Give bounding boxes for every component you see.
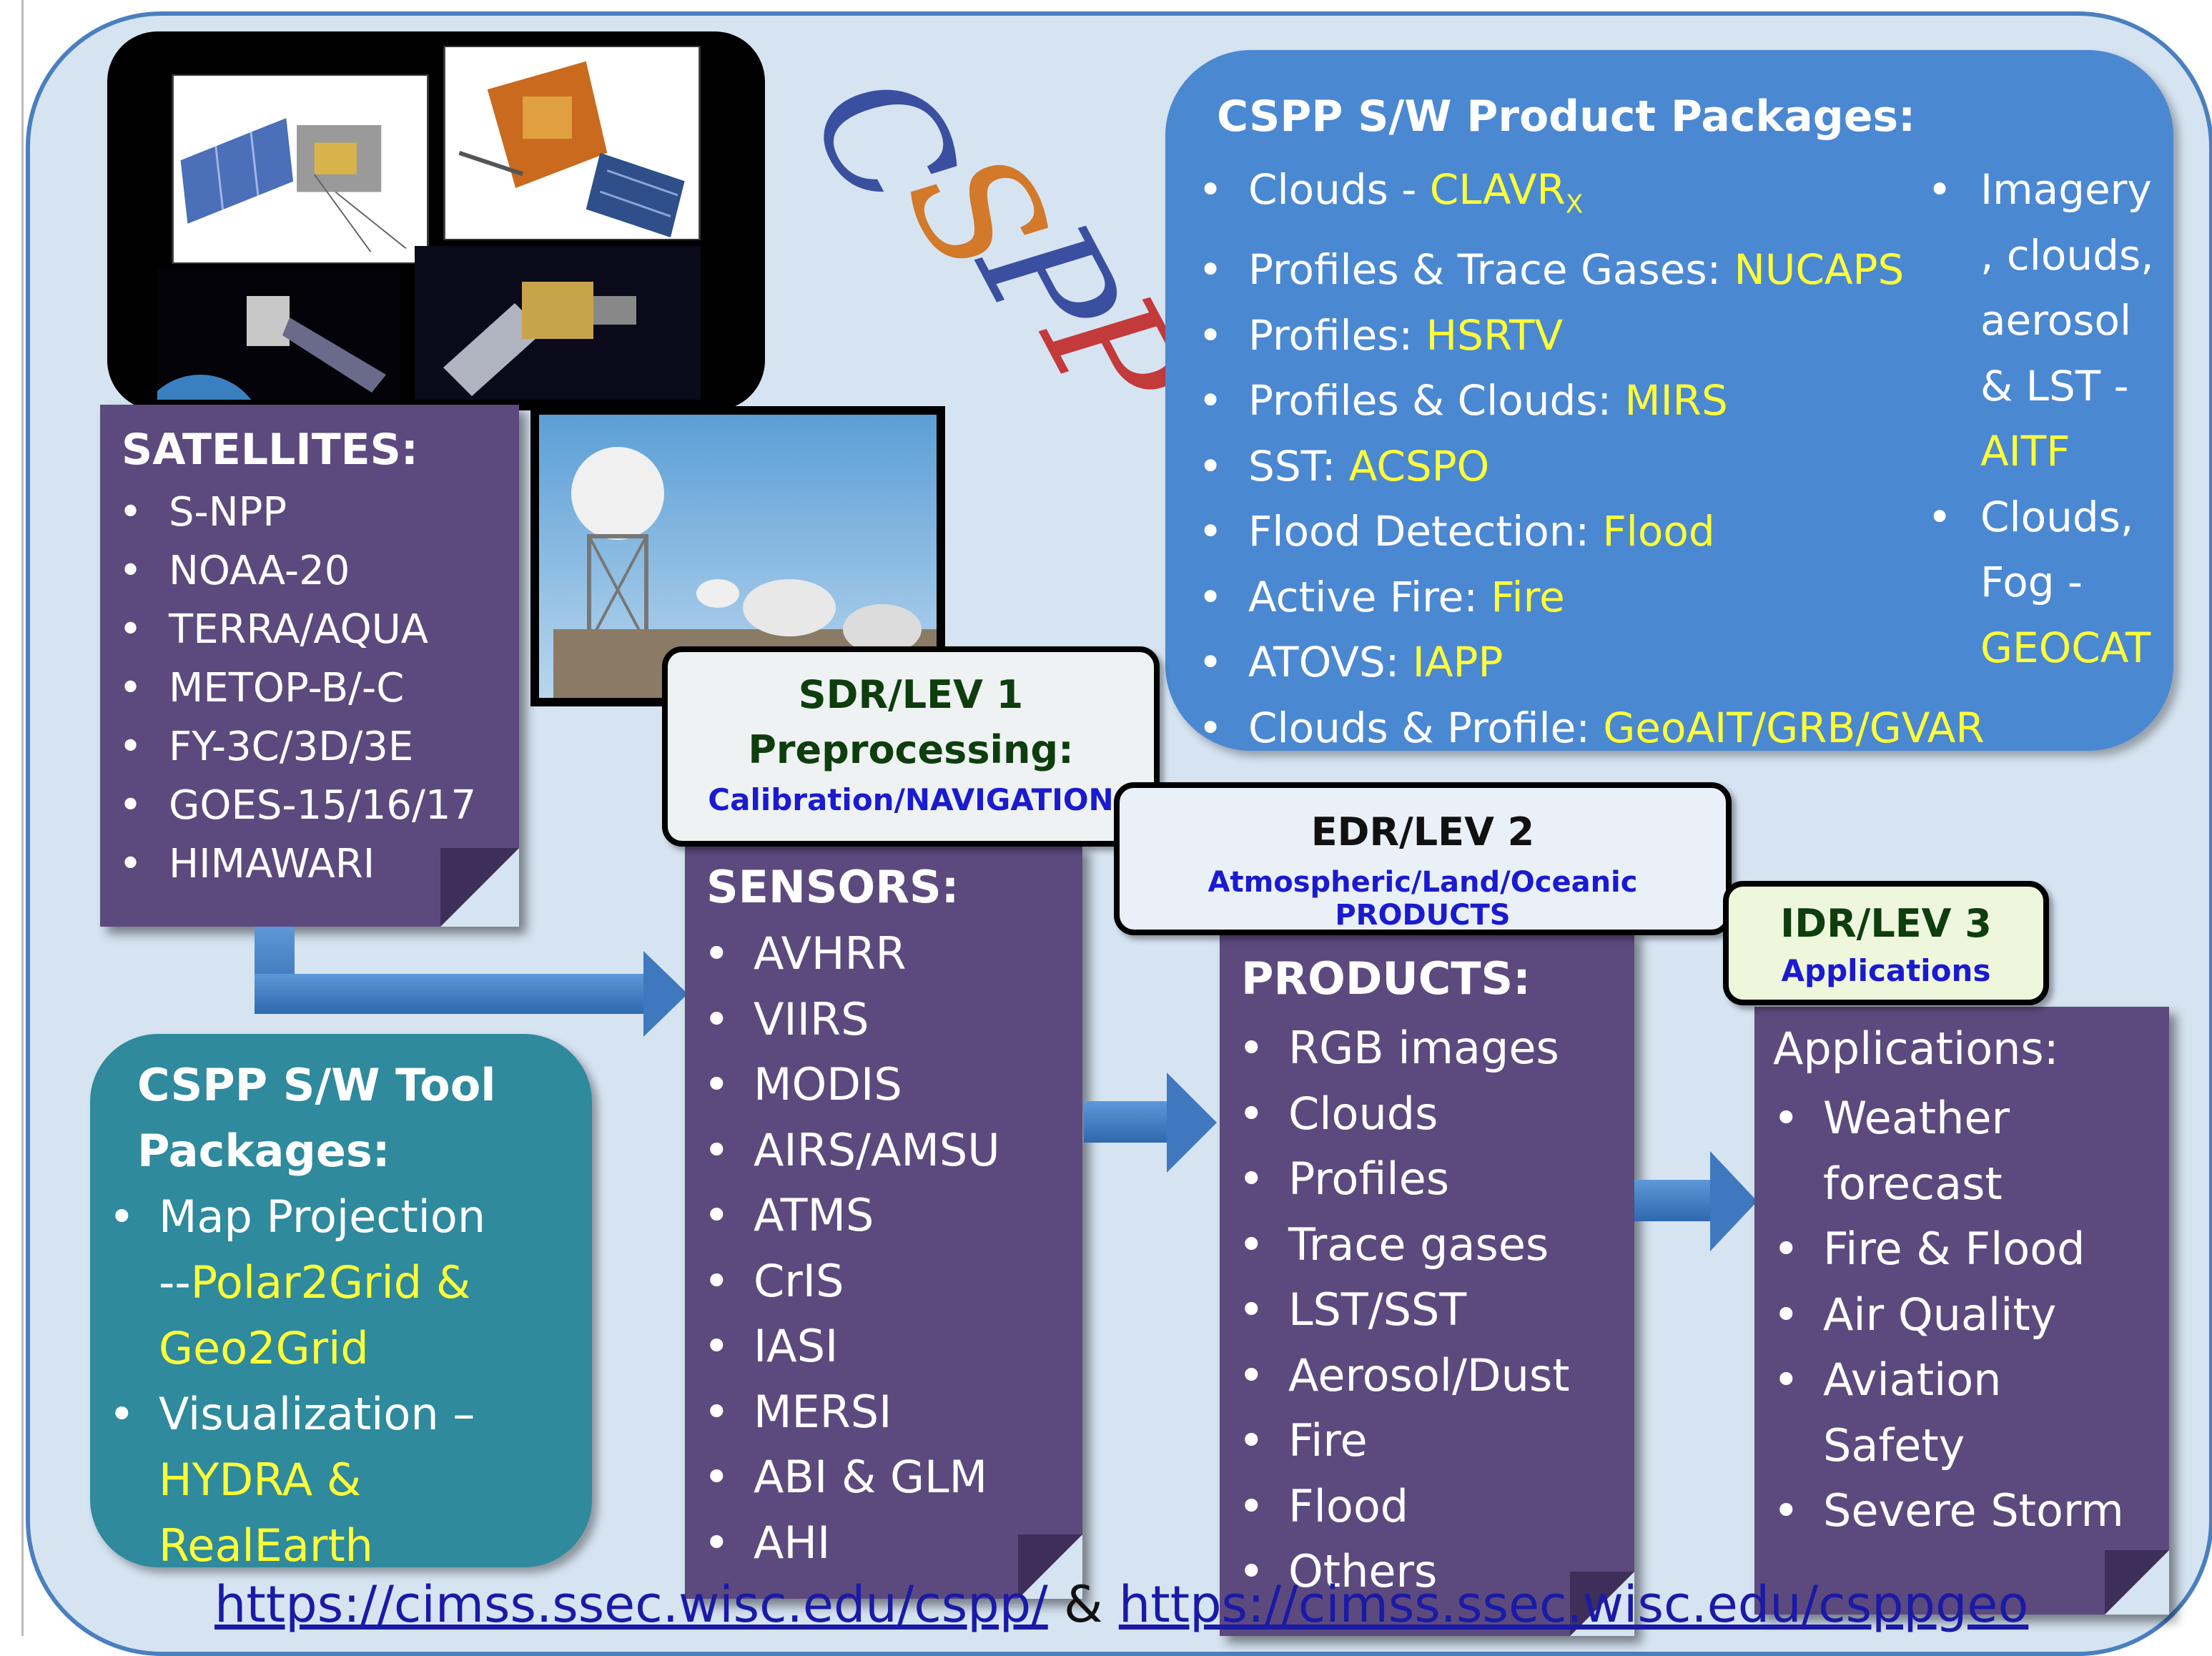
sensors-panel: SENSORS: AVHRR VIIRS MODIS AIRS/AMSU ATM… <box>685 844 1082 1599</box>
side-package-item: Imagery , clouds, aerosol & LST - AITF <box>1909 157 2173 485</box>
sensors-title: SENSORS: <box>706 861 959 913</box>
stage-edr-level2: EDR/LEV 2 Atmospheric/Land/Oceanic PRODU… <box>1114 782 1732 935</box>
package-item: Active Fire: Fire <box>1180 565 1985 631</box>
product-item: Clouds <box>1220 1081 1570 1147</box>
product-item: Profiles <box>1220 1146 1570 1212</box>
arrow-satellites-to-sensors <box>255 974 648 1014</box>
satellite-item: FY-3C/3D/3E <box>100 718 476 777</box>
stage-idr-title: IDR/LEV 3 <box>1780 901 1992 946</box>
product-item: Trace gases <box>1220 1212 1570 1278</box>
jpss-satellite-image <box>443 46 701 240</box>
page-fold-flap <box>1570 1572 1634 1636</box>
product-packages-title: CSPP S/W Product Packages: <box>1217 92 1916 142</box>
package-item: Flood Detection: Flood <box>1180 499 1985 565</box>
stage-idr-level3: IDR/LEV 3 Applications <box>1723 881 2049 1005</box>
satellite-item: S-NPP <box>100 483 476 542</box>
cspp-logo: C S P P <box>786 64 1215 447</box>
arrow-sensors-to-products <box>1084 1101 1170 1143</box>
satellite-item: HIMAWARI <box>100 835 476 894</box>
sensors-list: AVHRR VIIRS MODIS AIRS/AMSU ATMS CrIS IA… <box>685 921 1000 1575</box>
tool-packages-title: CSPP S/W Tool Packages: <box>137 1059 496 1177</box>
product-item: Fire <box>1220 1408 1570 1474</box>
satellites-title: SATELLITES: <box>122 425 418 475</box>
application-item: Air Quality <box>1754 1282 2124 1348</box>
package-item: SST: ACSPO <box>1180 434 1985 500</box>
side-package-item: Clouds, Fog - GEOCAT <box>1909 485 2173 681</box>
sensor-item: AHI <box>685 1510 1000 1576</box>
arrow-products-to-applications <box>1634 1180 1713 1221</box>
satellites-list: S-NPP NOAA-20 TERRA/AQUA METOP-B/-C FY-3… <box>100 483 476 894</box>
earth-satellite-image <box>157 267 400 400</box>
product-item: LST/SST <box>1220 1277 1570 1343</box>
products-list: RGB images Clouds Profiles Trace gases L… <box>1220 1015 1570 1605</box>
tool-packages-list: Map Projection --Polar2Grid & Geo2Grid V… <box>90 1184 485 1579</box>
product-packages-panel: CSPP S/W Product Packages: Clouds - CLAV… <box>1165 50 2173 761</box>
stage-idr-subtitle: Applications <box>1781 953 1991 988</box>
sensor-item: AIRS/AMSU <box>685 1118 1000 1183</box>
product-packages-side-list: Imagery , clouds, aerosol & LST - AITF C… <box>1909 157 2173 681</box>
bottom-links: https://cimss.ssec.wisc.edu/cspp/ & http… <box>214 1574 2109 1635</box>
sensor-item: VIIRS <box>685 987 1000 1053</box>
applications-title: Applications: <box>1773 1022 2059 1075</box>
tool-packages-panel: CSPP S/W Tool Packages: Map Projection -… <box>90 1034 592 1572</box>
noaa20-satellite-image <box>415 246 701 400</box>
product-item: Flood <box>1220 1474 1570 1539</box>
product-packages-list: Clouds - CLAVRX Profiles & Trace Gases: … <box>1180 157 1985 761</box>
products-panel: PRODUCTS: RGB images Clouds Profiles Tra… <box>1220 930 1634 1636</box>
sensor-item: MODIS <box>685 1052 1000 1118</box>
sensor-item: ABI & GLM <box>685 1444 1000 1510</box>
sensor-item: CrIS <box>685 1248 1000 1314</box>
satellite-item: GOES-15/16/17 <box>100 777 476 835</box>
product-item: Others <box>1220 1539 1570 1605</box>
stage-sdr-title: SDR/LEV 1 <box>798 672 1024 717</box>
stage-sdr-level1: SDR/LEV 1 Preprocessing: Calibration/NAV… <box>662 646 1160 847</box>
product-item: RGB images <box>1220 1015 1570 1081</box>
page-margin-line <box>21 0 24 1636</box>
tool-item: Visualization – HYDRA & RealEarth <box>90 1381 485 1579</box>
products-title: PRODUCTS: <box>1241 952 1531 1005</box>
csppgeo-link[interactable]: https://cimss.ssec.wisc.edu/csppgeo <box>1118 1575 2029 1634</box>
satellite-item: METOP-B/-C <box>100 659 476 718</box>
sensor-item: IASI <box>685 1314 1000 1379</box>
application-item: Fire & Flood <box>1754 1216 2124 1282</box>
satellite-diagram-image <box>172 74 429 264</box>
package-item: ATOVS: IAPP <box>1180 630 1985 696</box>
stage-edr-subtitle: Atmospheric/Land/Oceanic PRODUCTS <box>1208 866 1638 932</box>
sensor-item: AVHRR <box>685 921 1000 987</box>
application-item: Severe Storm <box>1754 1478 2124 1544</box>
satellite-item: NOAA-20 <box>100 542 476 601</box>
arrow-head <box>643 951 688 1037</box>
page-fold-flap <box>2105 1550 2169 1615</box>
satellites-panel: SATELLITES: S-NPP NOAA-20 TERRA/AQUA MET… <box>100 405 519 927</box>
stage-edr-title: EDR/LEV 2 <box>1310 809 1535 854</box>
page-fold-flap <box>1018 1534 1082 1599</box>
sensor-item: ATMS <box>685 1183 1000 1248</box>
cspp-link[interactable]: https://cimss.ssec.wisc.edu/cspp/ <box>214 1575 1048 1634</box>
product-item: Aerosol/Dust <box>1220 1343 1570 1409</box>
tool-item: Map Projection --Polar2Grid & Geo2Grid <box>90 1184 485 1381</box>
arrow-head <box>1167 1073 1217 1173</box>
satellite-image-collage <box>107 31 765 410</box>
sensor-item: MERSI <box>685 1379 1000 1445</box>
link-separator: & <box>1047 1575 1119 1634</box>
package-item: Clouds & Profile: GeoAIT/GRB/GVAR <box>1180 696 1985 762</box>
stage-sdr-detail: Calibration/NAVIGATION <box>708 782 1114 817</box>
package-item: Profiles & Clouds: MIRS <box>1180 368 1985 434</box>
package-item: Clouds - CLAVRX <box>1180 157 1985 237</box>
page-fold-flap <box>440 848 519 927</box>
package-item: Profiles & Trace Gases: NUCAPS <box>1180 237 1985 303</box>
stage-sdr-subtitle: Preprocessing: <box>748 727 1074 772</box>
satellite-item: TERRA/AQUA <box>100 601 476 659</box>
arrow-head <box>1710 1151 1757 1251</box>
package-item: Profiles: HSRTV <box>1180 303 1985 369</box>
